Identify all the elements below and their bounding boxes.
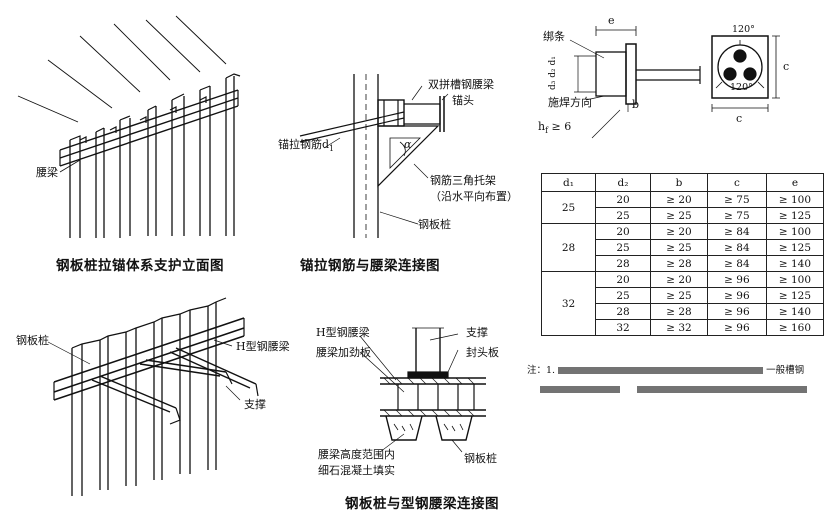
fig3-weld-detail bbox=[569, 26, 780, 139]
fig1-waist-beam-label: 腰梁 bbox=[36, 166, 58, 179]
table-cell: ≥ 28 bbox=[650, 255, 708, 272]
fig3-b-label: b bbox=[632, 98, 640, 111]
fig3-binding-label: 绑条 bbox=[543, 30, 565, 43]
fig3-dims-label: d₃ d₂ d₁ bbox=[548, 56, 558, 90]
fig2-anchor-head-label: 锚头 bbox=[452, 94, 474, 107]
table-cell: ≥ 75 bbox=[706, 207, 767, 224]
table-header-row: d₁ d₂ b c e bbox=[540, 173, 824, 192]
table-cell: ≥ 100 bbox=[765, 223, 824, 240]
table-row: 28 ≥ 28 ≥ 96 ≥ 140 bbox=[542, 303, 824, 320]
fig5-h-beam-label: H型钢腰梁 bbox=[316, 326, 370, 339]
fig2-angle-label: α bbox=[404, 138, 412, 151]
table-cell: ≥ 96 bbox=[706, 319, 767, 336]
table-cell: ≥ 125 bbox=[765, 287, 824, 304]
fig1-sheet-pile-elevation bbox=[17, 15, 241, 238]
table-cell: ≥ 20 bbox=[650, 271, 708, 288]
table-cell-d1: 25 bbox=[540, 191, 597, 224]
table-note: 注：1. 一般槽钢 bbox=[527, 362, 804, 376]
fig3-weld-direction-label: 施焊方向 bbox=[548, 96, 592, 109]
table-header-cell: b bbox=[650, 173, 708, 192]
fig4-sheet-pile-label: 钢板桩 bbox=[16, 334, 49, 347]
table-row: 32 20 ≥ 20 ≥ 96 ≥ 100 bbox=[540, 271, 824, 336]
table-cell: ≥ 96 bbox=[706, 271, 767, 288]
fig2-sheet-pile-label: 钢板桩 bbox=[418, 218, 451, 231]
table-cell: ≥ 20 bbox=[650, 191, 708, 208]
table-header-cell: e bbox=[765, 173, 824, 192]
fig2-anchor-connection bbox=[299, 74, 449, 238]
table-cell: ≥ 25 bbox=[650, 207, 708, 224]
table-row: 25 20 ≥ 20 ≥ 75 ≥ 100 bbox=[540, 191, 824, 224]
table-row: 32 ≥ 32 ≥ 96 ≥ 160 bbox=[542, 319, 824, 336]
table-cell: 25 bbox=[595, 287, 652, 304]
table-cell-d1: 28 bbox=[540, 223, 597, 272]
fig3-c-side-label: c bbox=[783, 60, 790, 73]
fig5-end-plate-label: 封头板 bbox=[466, 346, 499, 359]
table-header-cell: d₁ bbox=[540, 173, 597, 192]
fig1-caption: 钢板桩拉锚体系支护立面图 bbox=[56, 258, 224, 274]
fig3-angle-bottom-label: 120° bbox=[730, 82, 753, 93]
fig3-c-bottom-label: c bbox=[736, 112, 743, 125]
table-cell: ≥ 140 bbox=[765, 303, 824, 320]
fig2-bracket-note: （沿水平向布置） bbox=[430, 190, 518, 203]
fig3-hf-label: hf ≥ 6 bbox=[538, 120, 572, 136]
fig5-h-beam-connection bbox=[359, 327, 486, 453]
fig5-sheet-pile-label: 钢板桩 bbox=[464, 452, 497, 465]
table-cell: ≥ 32 bbox=[650, 319, 708, 336]
dimension-table: d₁ d₂ b c e 25 20 ≥ 20 ≥ 75 ≥ 100 25 ≥ 2… bbox=[540, 173, 824, 336]
table-cell: 20 bbox=[595, 223, 652, 240]
note-prefix: 注：1. bbox=[527, 365, 556, 376]
table-cell: ≥ 160 bbox=[765, 319, 824, 336]
table-cell: ≥ 20 bbox=[650, 223, 708, 240]
table-cell: 25 bbox=[595, 207, 652, 224]
table-header-cell: c bbox=[706, 173, 767, 192]
table-cell-d1: 32 bbox=[540, 271, 597, 336]
fig2-caption: 锚拉钢筋与腰梁连接图 bbox=[300, 258, 440, 274]
table-cell: 28 bbox=[595, 303, 652, 320]
table-cell: ≥ 96 bbox=[706, 303, 767, 320]
table-row: 28 20 ≥ 20 ≥ 84 ≥ 100 bbox=[540, 223, 824, 272]
table-cell: ≥ 84 bbox=[706, 239, 767, 256]
table-header-cell: d₂ bbox=[595, 173, 652, 192]
table-cell: 28 bbox=[595, 255, 652, 272]
table-cell: 20 bbox=[595, 271, 652, 288]
fig3-e-label: e bbox=[608, 14, 615, 27]
table-cell: ≥ 25 bbox=[650, 287, 708, 304]
table-row: 25 ≥ 25 ≥ 96 ≥ 125 bbox=[542, 287, 824, 304]
fig5-support-label: 支撑 bbox=[466, 326, 488, 339]
fig5-concrete-label-2: 细石混凝土填实 bbox=[318, 464, 395, 477]
fig4-support-label: 支撑 bbox=[244, 398, 266, 411]
table-cell: ≥ 125 bbox=[765, 239, 824, 256]
table-cell: ≥ 140 bbox=[765, 255, 824, 272]
table-cell: ≥ 125 bbox=[765, 207, 824, 224]
note-illegible bbox=[558, 367, 764, 374]
table-cell: ≥ 100 bbox=[765, 191, 824, 208]
table-cell: ≥ 84 bbox=[706, 255, 767, 272]
fig2-channel-beam-label: 双拼槽钢腰梁 bbox=[428, 78, 494, 91]
table-cell: ≥ 25 bbox=[650, 239, 708, 256]
table-note-line2 bbox=[540, 384, 808, 395]
fig5-stiffener-label: 腰梁加劲板 bbox=[316, 346, 371, 359]
fig2-anchor-bar-label: 锚拉钢筋d1 bbox=[278, 138, 335, 154]
fig3-angle-top-label: 120° bbox=[732, 24, 755, 35]
fig5-concrete-label-1: 腰梁高度范围内 bbox=[318, 448, 395, 461]
table-cell: ≥ 100 bbox=[765, 271, 824, 288]
fig2-bracket-label: 钢筋三角托架 bbox=[430, 174, 496, 187]
table-cell: 25 bbox=[595, 239, 652, 256]
table-cell: ≥ 96 bbox=[706, 287, 767, 304]
table-cell: ≥ 84 bbox=[706, 223, 767, 240]
table-cell: ≥ 75 bbox=[706, 191, 767, 208]
table-cell: 20 bbox=[595, 191, 652, 208]
table-cell: ≥ 28 bbox=[650, 303, 708, 320]
fig5-caption: 钢板桩与型钢腰梁连接图 bbox=[345, 496, 499, 512]
note-tail: 一般槽钢 bbox=[766, 365, 805, 376]
fig4-h-beam-label: H型钢腰梁 bbox=[236, 340, 290, 353]
table-cell: 32 bbox=[595, 319, 652, 336]
fig4-h-beam-isometric bbox=[47, 297, 259, 496]
